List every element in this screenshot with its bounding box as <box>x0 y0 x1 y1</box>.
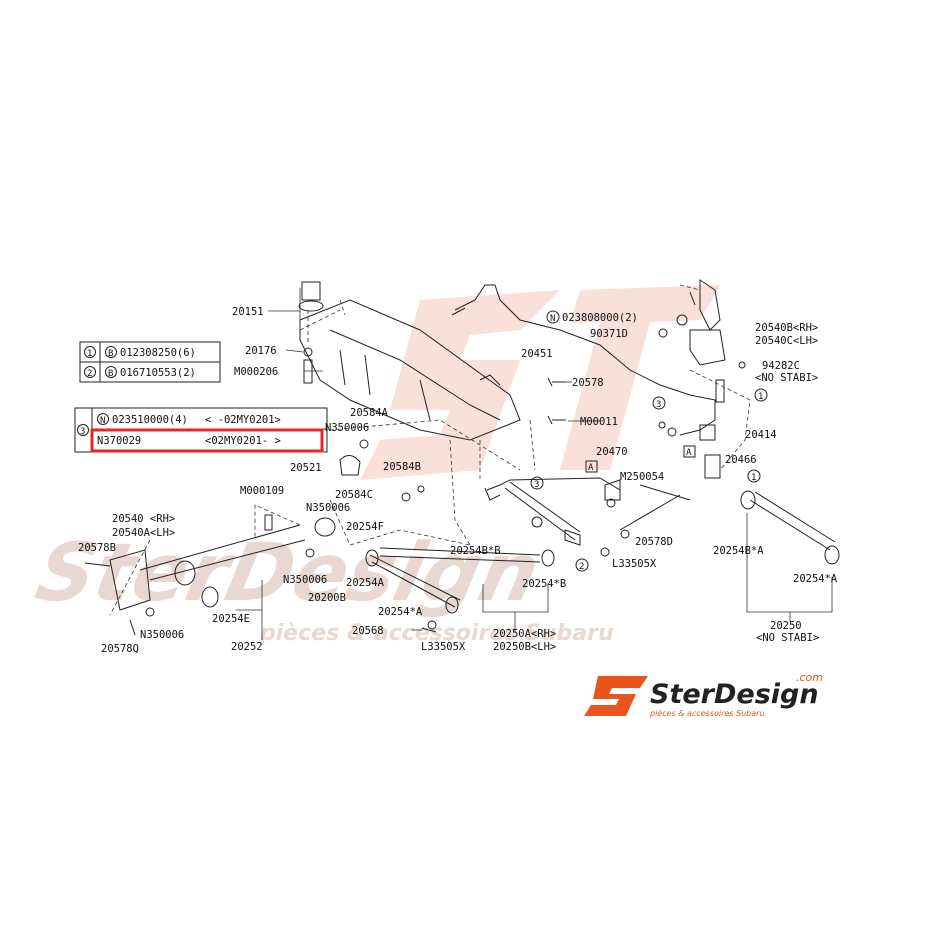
callout-3-b: 3 <box>534 480 539 490</box>
label-20540a-lh: 20540A<LH> <box>112 527 175 539</box>
callouts: 3 1 1 3 2 A A N <box>530 310 768 572</box>
label-20584a: 20584A <box>350 407 389 419</box>
label-no-stabi-1: <NO STABI> <box>755 372 818 384</box>
label-20540b: 20540B<RH> <box>755 322 818 334</box>
legend-num-1: 1 <box>87 349 92 359</box>
label-20250b: 20250B<LH> <box>493 641 556 653</box>
label-20254e: 20254E <box>212 613 250 625</box>
label-n350006-c: N350006 <box>283 574 327 586</box>
callout-1-b: 1 <box>751 473 756 483</box>
highlight-box <box>90 428 324 453</box>
label-20250a: 20250A<RH> <box>493 628 556 640</box>
legend3-range-1: < -02MY0201> <box>205 414 281 426</box>
label-n350006-b: N350006 <box>306 502 350 514</box>
label-20254-a2: 20254*A <box>793 573 838 585</box>
label-20151: 20151 <box>232 306 264 318</box>
brand-logo: SterDesign .com pièces & accessoires Sub… <box>584 671 823 718</box>
nut-prefix-n: N <box>550 314 555 324</box>
label-20578d: 20578D <box>635 536 673 548</box>
parts <box>84 279 840 640</box>
callout-3-a: 3 <box>656 400 661 410</box>
logo-mark-icon <box>584 676 648 716</box>
label-90371d: 90371D <box>590 328 628 340</box>
callout-box-a-2: A <box>686 448 692 458</box>
legend: 1 B 012308250(6) 2 B 016710553(2) 3 N 02… <box>74 341 328 453</box>
label-l33505x-a: L33505X <box>612 558 657 570</box>
legend-num-2: 2 <box>87 369 92 379</box>
logo-tagline: pièces & accessoires Subaru <box>649 708 765 718</box>
label-20250: 20250 <box>770 620 802 632</box>
legend3-range-2: <02MY0201- > <box>205 435 281 447</box>
watermark-text: SterDesign <box>28 527 547 620</box>
label-20568: 20568 <box>352 625 384 637</box>
legend-prefix-2: B <box>108 369 113 379</box>
part-labels: 20151 20176 M000206 20451 023808000(2) 9… <box>78 306 838 655</box>
label-m000206: M000206 <box>234 366 278 378</box>
logo-suffix: .com <box>796 671 823 684</box>
callout-box-a-1: A <box>588 463 594 473</box>
label-20584c: 20584C <box>335 489 373 501</box>
label-20200b: 20200B <box>308 592 346 604</box>
label-20521: 20521 <box>290 462 322 474</box>
label-20466: 20466 <box>725 454 757 466</box>
label-20254-a: 20254*A <box>378 606 423 618</box>
label-20578q: 20578Q <box>101 643 139 655</box>
label-20451: 20451 <box>521 348 553 360</box>
legend3-code-1: 023510000(4) <box>112 414 188 426</box>
label-m250054: M250054 <box>620 471 664 483</box>
callout-2: 2 <box>579 562 584 572</box>
logo-brand: SterDesign <box>650 679 819 710</box>
legend-num-3: 3 <box>80 427 85 437</box>
legend-code-2: 016710553(2) <box>120 367 196 379</box>
label-20254a: 20254A <box>346 577 385 589</box>
legend3-prefix-1: N <box>100 416 105 426</box>
label-l33505x-b: L33505X <box>421 641 466 653</box>
label-20254f: 20254F <box>346 521 384 533</box>
label-20540-rh: 20540 <RH> <box>112 513 175 525</box>
label-20254-b: 20254*B <box>522 578 566 590</box>
label-20254b-a: 20254B*A <box>713 545 764 557</box>
label-20254b-b: 20254B*B <box>450 545 501 557</box>
label-20578b: 20578B <box>78 542 116 554</box>
label-no-stabi-2: <NO STABI> <box>756 632 819 644</box>
label-20540c: 20540C<LH> <box>755 335 818 347</box>
label-20584b: 20584B <box>383 461 421 473</box>
label-20578: 20578 <box>572 377 604 389</box>
callout-1-a: 1 <box>758 392 763 402</box>
label-n350006-d: N350006 <box>140 629 184 641</box>
legend-prefix-1: B <box>108 349 113 359</box>
label-m000109: M000109 <box>240 485 284 497</box>
label-20470: 20470 <box>596 446 628 458</box>
label-023808000: 023808000(2) <box>562 312 638 324</box>
label-94282c: 94282C <box>762 360 800 372</box>
label-20252: 20252 <box>231 641 263 653</box>
label-n350006-a: N350006 <box>325 422 369 434</box>
legend3-code-2: N370029 <box>97 435 141 447</box>
label-20176: 20176 <box>245 345 277 357</box>
label-m00011: M00011 <box>580 416 618 428</box>
legend-code-1: 012308250(6) <box>120 347 196 359</box>
label-20414: 20414 <box>745 429 777 441</box>
